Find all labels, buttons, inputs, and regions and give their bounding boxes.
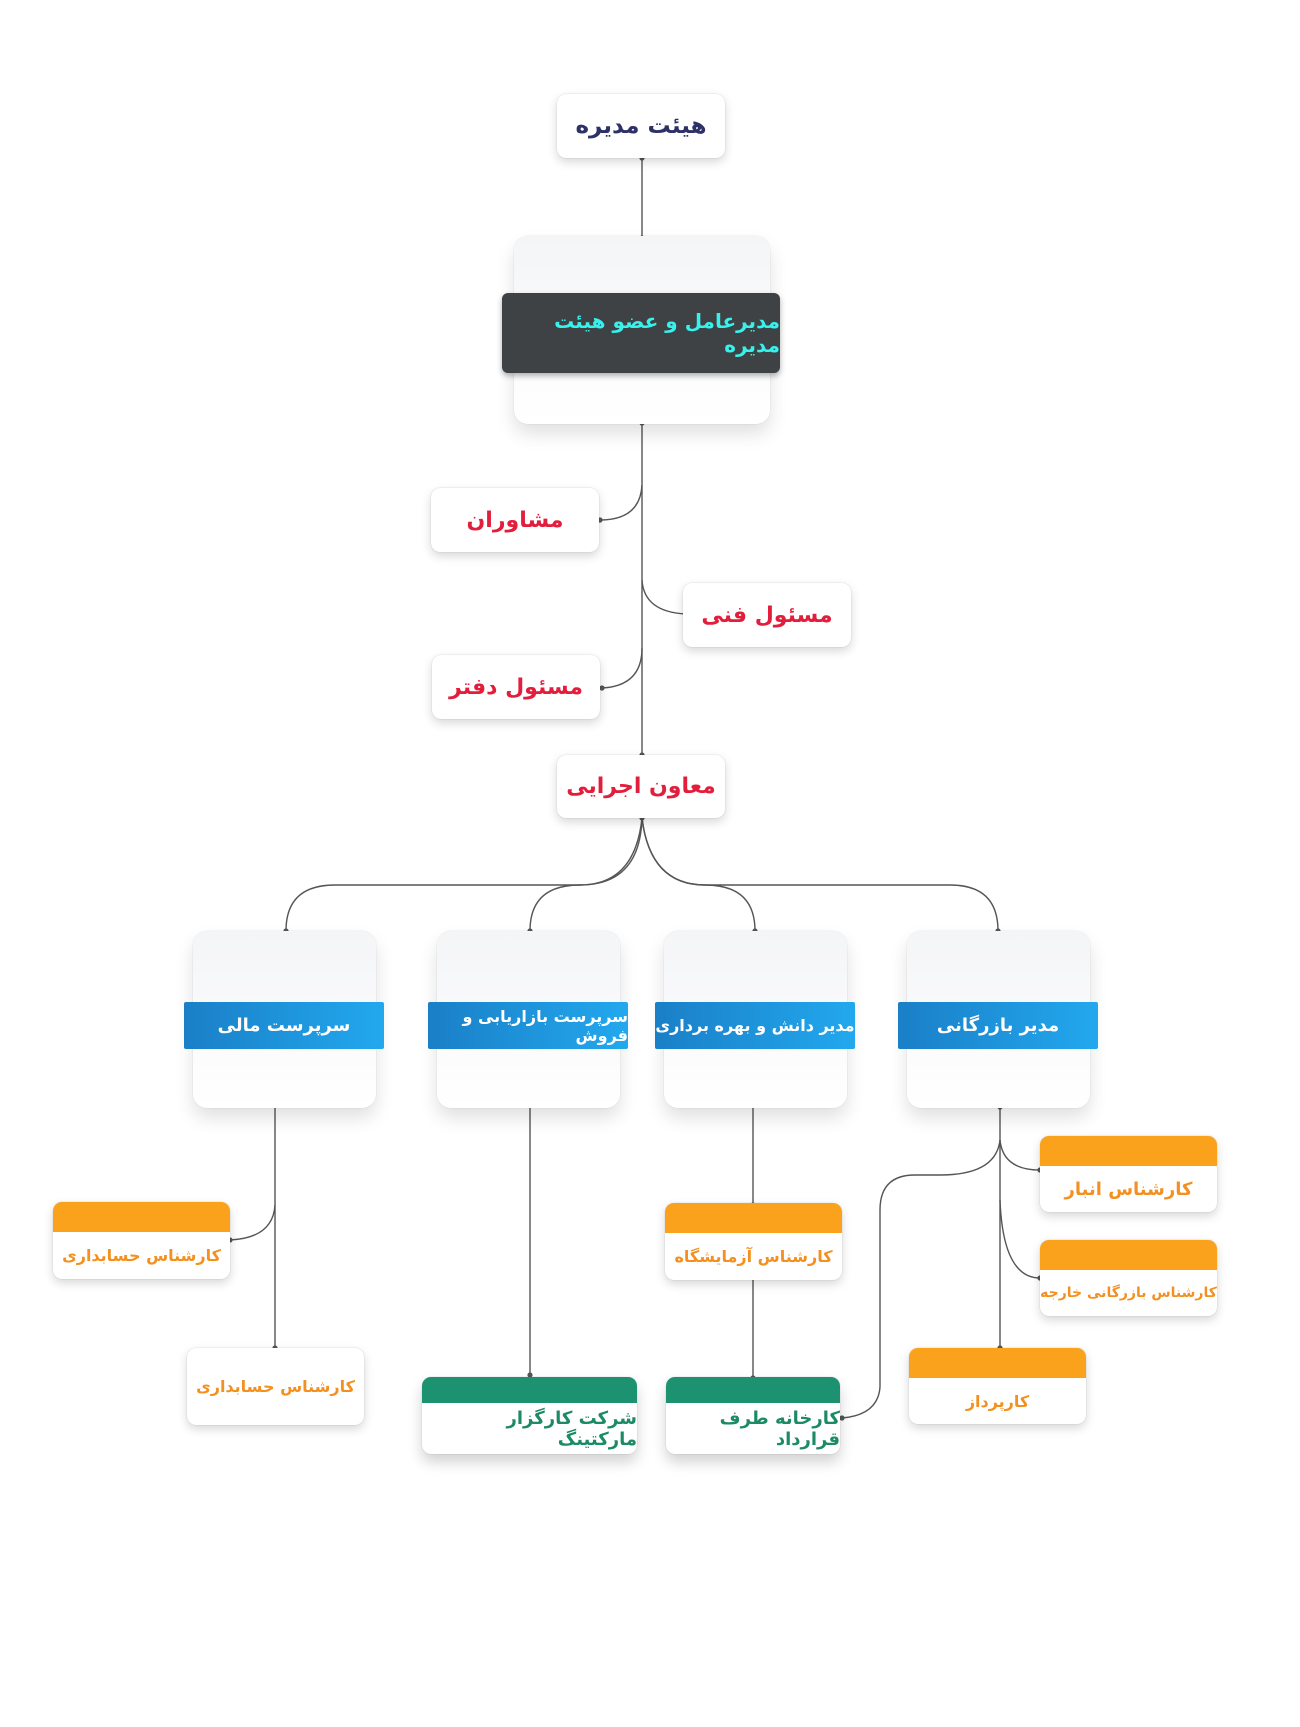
- lab-label: کارشناس آزمایشگاه: [674, 1247, 833, 1266]
- advisors-label: مشاوران: [466, 507, 564, 533]
- commerce-label: مدیر بازرگانی: [936, 1015, 1060, 1036]
- warehouse-label: کارشناس انبار: [1064, 1178, 1193, 1200]
- procurement-label: کارپرداز: [965, 1391, 1030, 1411]
- finance-label: سرپرست مالی: [217, 1015, 351, 1036]
- office-node: مسئول دفتر: [432, 655, 600, 719]
- ceo-band: مدیرعامل و عضو هیئت مدیره: [502, 293, 780, 373]
- marketing-band: سرپرست بازاریابی و فروش: [428, 1002, 628, 1049]
- commerce-band: مدیر بازرگانی: [898, 1002, 1098, 1049]
- executive-label: معاون اجرایی: [566, 774, 716, 799]
- warehouse-card: کارشناس انبار: [1040, 1136, 1217, 1212]
- connector-exec-knowledge: [641, 817, 756, 932]
- connector-exec-finance: [285, 817, 643, 932]
- marketing-agency-card: شرکت کارگزار مارکتینگ: [422, 1377, 637, 1454]
- connector-commerce-foreign: [999, 1199, 1041, 1279]
- accounting-card-2: کارشناس حسابداری: [187, 1348, 364, 1425]
- contract-factory-card: کارخانه طرف قرارداد: [666, 1377, 840, 1454]
- warehouse-card-header: [1040, 1136, 1217, 1166]
- accounting-card-1: کارشناس حسابداری: [53, 1202, 230, 1279]
- advisors-node: مشاوران: [431, 488, 599, 552]
- connector-technical: [641, 579, 687, 615]
- connector-exec-commerce: [641, 817, 999, 932]
- technical-node: مسئول فنی: [683, 583, 851, 647]
- marketing-agency-label: شرکت کارگزار مارکتینگ: [506, 1407, 637, 1450]
- lab-card-header: [665, 1203, 842, 1233]
- contract-factory-header: [666, 1377, 840, 1403]
- foreign-trade-label: کارشناس بازرگانی خارجه: [1040, 1285, 1217, 1301]
- knowledge-band: مدیر دانش و بهره برداری: [655, 1002, 855, 1049]
- lab-card: کارشناس آزمایشگاه: [665, 1203, 842, 1280]
- connector-finance-acc1: [229, 1204, 276, 1241]
- marketing-agency-header: [422, 1377, 637, 1403]
- procurement-card-header: [909, 1348, 1086, 1378]
- connector-commerce-warehouse: [999, 1139, 1041, 1171]
- foreign-trade-header: [1040, 1240, 1217, 1270]
- accounting-card-1-header: [53, 1202, 230, 1232]
- board-node: هیئت مدیره: [557, 94, 725, 158]
- technical-label: مسئول فنی: [701, 602, 833, 628]
- marketing-label: سرپرست بازاریابی و فروش: [462, 1006, 628, 1045]
- accounting-label-2: کارشناس حسابداری: [196, 1377, 355, 1396]
- office-label: مسئول دفتر: [449, 674, 583, 700]
- accounting-label-1: کارشناس حسابداری: [62, 1246, 221, 1265]
- foreign-trade-card: کارشناس بازرگانی خارجه: [1040, 1240, 1217, 1316]
- board-label: هیئت مدیره: [575, 113, 707, 139]
- finance-band: سرپرست مالی: [184, 1002, 384, 1049]
- executive-node: معاون اجرایی: [557, 755, 725, 818]
- contract-factory-label: کارخانه طرف قرارداد: [719, 1407, 840, 1450]
- connector-exec-marketing: [529, 817, 643, 932]
- ceo-label: مدیرعامل و عضو هیئت مدیره: [554, 309, 780, 357]
- knowledge-label: مدیر دانش و بهره برداری: [655, 1016, 855, 1035]
- procurement-card: کارپرداز: [909, 1348, 1086, 1424]
- connector-commerce-factory: [841, 1139, 1001, 1419]
- connector-office: [601, 647, 643, 689]
- connector-advisors: [599, 484, 643, 521]
